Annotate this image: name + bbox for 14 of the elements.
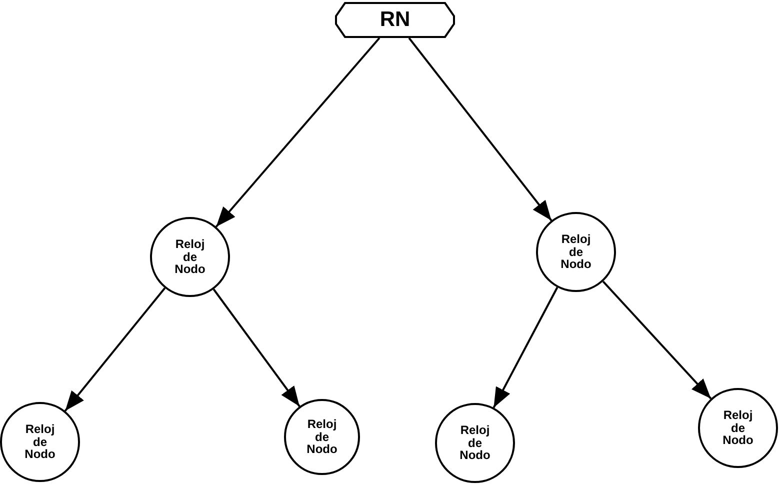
arrow — [215, 37, 380, 228]
arrow — [64, 287, 166, 412]
arrow — [602, 280, 712, 400]
node-label: Reloj de Nodo — [24, 423, 56, 461]
node-label: Reloj de Nodo — [722, 409, 754, 447]
node-label: Reloj de Nodo — [306, 418, 338, 456]
arrow — [212, 288, 300, 407]
arrow — [408, 37, 552, 222]
octagon-box — [335, 2, 455, 38]
node-label: Reloj de Nodo — [174, 238, 206, 276]
node-label: RN — [380, 8, 410, 32]
arrow — [492, 286, 558, 408]
node-label: Reloj de Nodo — [560, 233, 592, 271]
node-label: Reloj de Nodo — [458, 424, 492, 462]
